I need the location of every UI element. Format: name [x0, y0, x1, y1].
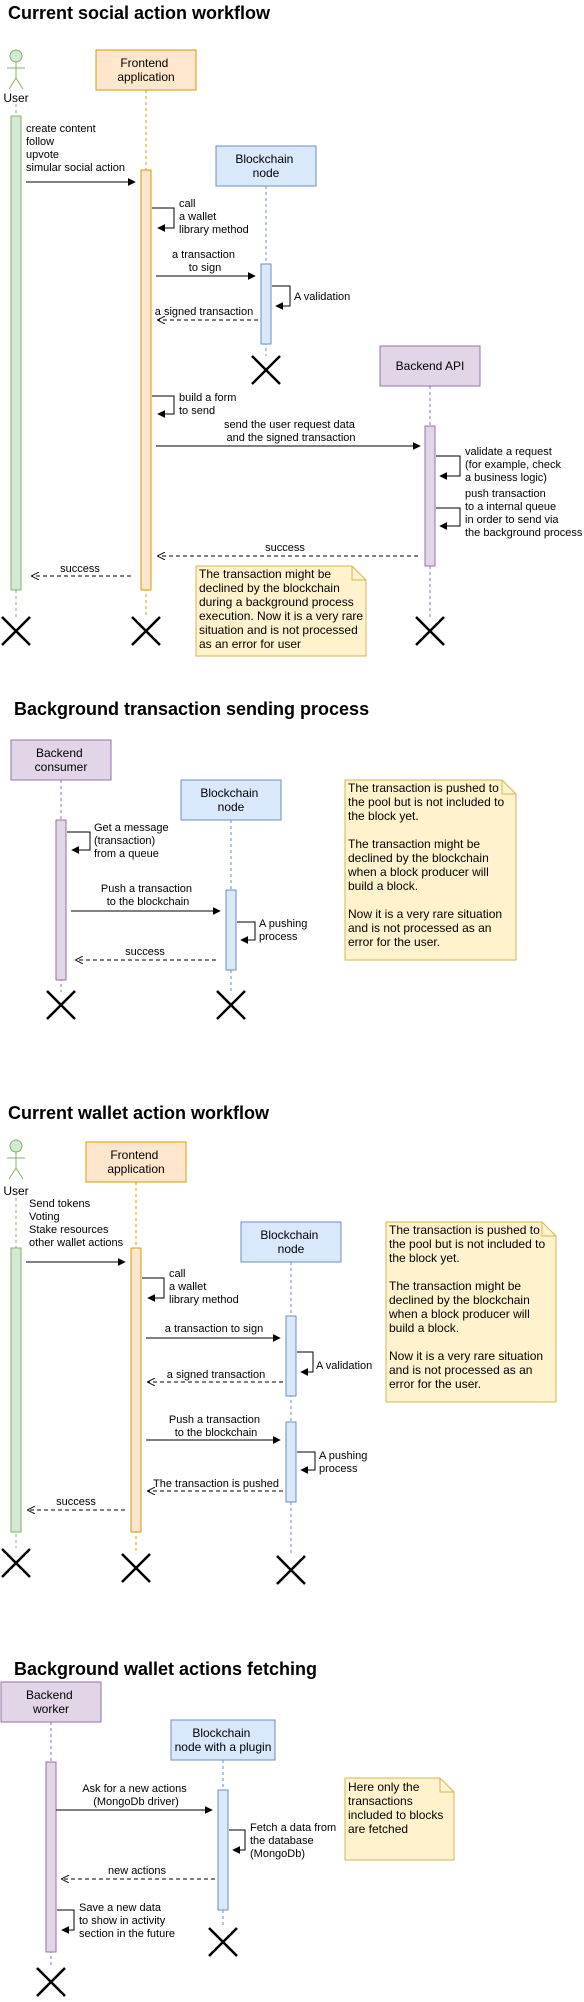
section-social-action: Current social action workflow User Fron…	[1, 3, 583, 657]
msg-call-wallet-label: call a wallet library method	[179, 198, 249, 236]
activation-worker	[45, 1761, 57, 1953]
note-corner	[541, 1222, 556, 1237]
msg-get-message-arrow	[67, 831, 91, 854]
activation-blockchain-2	[285, 1421, 297, 1503]
actor-blockchain-box	[240, 1221, 342, 1263]
activation-frontend	[130, 1247, 142, 1533]
msg-success-api-label: success	[265, 542, 305, 554]
msg-pushing-process-arrow	[297, 1451, 316, 1474]
section-title: Background wallet actions fetching	[14, 1659, 317, 1679]
activation-blockchain	[217, 1789, 229, 1911]
msg-save-data-label: Save a new data to show in activity sect…	[79, 1902, 175, 1940]
note-box	[195, 565, 367, 657]
msg-call-wallet-arrow	[152, 207, 175, 232]
note-text: Here only the transactions included to b…	[348, 1780, 447, 1836]
destroy-markers	[1, 1548, 306, 1585]
msg-validation-label: A validation	[294, 291, 350, 303]
msg-success-label: success	[56, 1496, 96, 1508]
msg-save-data-arrow	[57, 1909, 75, 1934]
msg-pushing-process-label: A pushing process	[259, 918, 310, 943]
section-title: Current social action workflow	[8, 3, 271, 23]
msg-tx-to-sign-label: a transaction to sign	[172, 249, 238, 274]
activation-blockchain	[260, 263, 272, 345]
user-actor-icon	[7, 49, 25, 90]
activation-blockchain-1	[285, 1315, 297, 1397]
actor-blockchain-box	[215, 145, 317, 187]
msg-push-queue-arrow	[436, 507, 461, 530]
msg-tx-pushed-label: The transaction is pushed	[153, 1478, 279, 1490]
msg-get-message-label: Get a message (transaction) from a queue	[94, 822, 172, 860]
msg-build-form-label: build a form to send	[179, 392, 240, 417]
msg-validation-arrow	[272, 285, 291, 310]
section-title: Current wallet action workflow	[8, 1103, 270, 1123]
msg-build-form-arrow	[152, 395, 175, 418]
actor-backend-api-box	[379, 345, 481, 387]
actor-frontend-label: Frontend application	[117, 56, 174, 84]
msg-call-wallet-arrow	[142, 1277, 165, 1302]
section-wallet-fetching: Background wallet actions fetching Backe…	[0, 1659, 455, 1997]
msg-signed-tx-label: a signed transaction	[167, 1369, 265, 1381]
note-text: The transaction is pushed to the pool bu…	[388, 1223, 548, 1391]
actor-blockchain-label: Blockchain node	[200, 786, 261, 814]
destroy-markers	[46, 990, 246, 1020]
msg-validate-request-arrow	[436, 455, 461, 480]
note-corner	[501, 780, 516, 795]
msg-validation-arrow	[297, 1351, 314, 1376]
destroy-markers	[36, 1927, 238, 1997]
activation-backend-api	[424, 425, 436, 567]
note-text: The transaction might be declined by the…	[199, 567, 366, 651]
actor-user-label: User	[3, 1184, 28, 1198]
actor-frontend-label: Frontend application	[107, 1148, 164, 1176]
msg-push-tx-label: Push a transaction to the blockchain	[101, 883, 195, 908]
actor-backend-consumer-box	[10, 739, 112, 781]
msg-ask-actions-label: Ask for a new actions (MongoDb driver)	[82, 1783, 190, 1808]
msg-send-request-label: send the user request data and the signe…	[224, 419, 358, 444]
actor-blockchain-plugin-box	[170, 1719, 276, 1761]
msg-signed-tx-label: a signed transaction	[155, 306, 253, 318]
msg-push-queue-label: push transaction to a internal queue in …	[465, 488, 583, 539]
activation-user	[10, 1247, 22, 1533]
msg-fetch-data-arrow	[229, 1829, 246, 1854]
msg-fetch-data-label: Fetch a data from the database (MongoDb)	[250, 1822, 339, 1860]
note-box	[344, 1777, 455, 1861]
msg-pushing-process-label: A pushing process	[319, 1450, 370, 1475]
msg-validation-label: A validation	[316, 1360, 372, 1372]
note-box	[385, 1221, 557, 1403]
msg-push-tx-label: Push a transaction to the blockchain	[169, 1414, 263, 1439]
destroy-markers	[1, 355, 445, 646]
note-corner	[439, 1778, 454, 1793]
actor-frontend-box	[95, 49, 197, 91]
actor-blockchain-label: Blockchain node	[260, 1228, 321, 1256]
actor-user-label: User	[3, 91, 28, 105]
msg-wallet-actions-label: Send tokens Voting Stake resources other…	[29, 1198, 124, 1249]
activation-consumer	[55, 819, 67, 981]
section-background-tx: Background transaction sending process B…	[10, 699, 517, 1020]
actor-frontend-box	[85, 1141, 187, 1183]
note-box	[344, 779, 517, 961]
activation-frontend	[140, 169, 152, 591]
activation-blockchain	[225, 889, 237, 971]
actor-backend-api-label: Backend API	[396, 359, 465, 373]
msg-tx-to-sign-label: a transaction to sign	[165, 1323, 263, 1335]
actor-backend-worker-box	[0, 1681, 102, 1723]
msg-new-actions-label: new actions	[108, 1865, 167, 1877]
section-title: Background transaction sending process	[14, 699, 369, 719]
section-wallet-action: Current wallet action workflow User Fron…	[1, 1103, 557, 1585]
msg-create-content-label: create content follow upvote simular soc…	[26, 123, 125, 174]
msg-validate-request-label: validate a request (for example, check a…	[465, 446, 564, 484]
actor-backend-consumer-label: Backend consumer	[35, 746, 88, 774]
activation-user	[10, 115, 22, 591]
note-text: The transaction is pushed to the pool bu…	[347, 781, 507, 949]
msg-success-user-label: success	[60, 563, 100, 575]
actor-blockchain-plugin-label: Blockchain node with a plugin	[175, 1726, 272, 1754]
actor-blockchain-label: Blockchain node	[235, 152, 296, 180]
actor-backend-worker-label: Backend worker	[26, 1688, 76, 1716]
msg-call-wallet-label: call a wallet library method	[169, 1268, 239, 1306]
note-corner	[351, 566, 366, 581]
user-actor-icon	[7, 1139, 25, 1180]
msg-success-label: success	[125, 946, 165, 958]
msg-pushing-process-arrow	[237, 921, 256, 944]
